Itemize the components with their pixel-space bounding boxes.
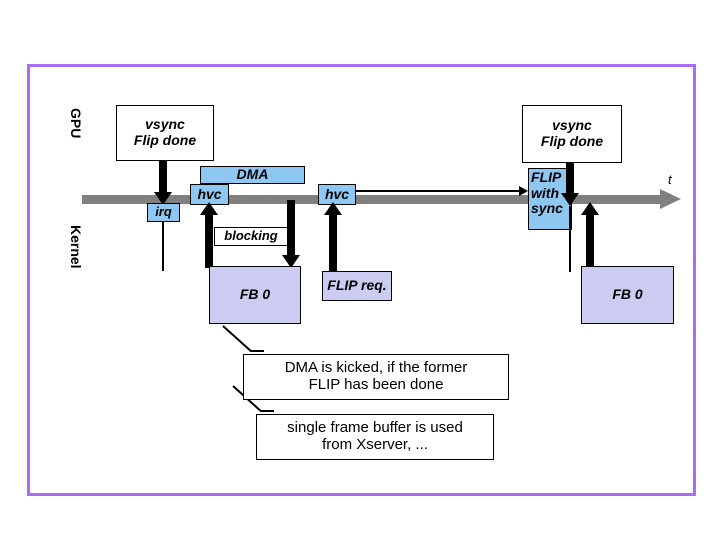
arrow-timeline-to-fb0-shaft: [287, 200, 295, 257]
irq-timeline-drop-line: [162, 221, 164, 271]
flip-request-box: FLIP req.: [322, 271, 392, 301]
flip-sync-line3: sync: [531, 200, 563, 217]
hvc-box-1: hvc: [190, 184, 229, 205]
arrow-fb0-right-to-timeline-head-icon: [581, 202, 599, 215]
callout-box-single-frame-buffer: single frame buffer is used from Xserver…: [256, 414, 494, 460]
arrow-vsync-right-shaft: [566, 162, 574, 195]
arrow-hvc2-to-flip-shaft: [356, 190, 519, 192]
callout-1-line2: FLIP has been done: [308, 376, 444, 393]
arrow-vsync-to-irq-head-icon: [154, 192, 172, 205]
vsync-left-line1: vsync: [145, 116, 185, 133]
arrow-vsync-right-head-icon: [561, 193, 579, 206]
vsync-right-line1: vsync: [552, 117, 592, 134]
blocking-box: blocking: [214, 227, 288, 246]
flip-with-sync-box: FLIP with sync: [528, 168, 572, 230]
hvc-box-2: hvc: [318, 184, 356, 205]
lane-label-gpu: GPU: [68, 108, 84, 139]
lane-label-kernel: Kernel: [68, 225, 84, 269]
vsync-flip-done-box-right: vsync Flip done: [522, 105, 622, 163]
arrow-timeline-to-fb0-head-icon: [282, 255, 300, 268]
callout-2-leader-horizontal: [260, 410, 274, 412]
arrow-fb0-to-hvc1-shaft: [205, 214, 213, 268]
frame-buffer-0-box-left: FB 0: [209, 266, 301, 324]
callout-1-line1: DMA is kicked, if the former: [284, 359, 468, 377]
dma-box: DMA: [200, 166, 305, 184]
arrow-fb0-right-to-timeline-shaft: [586, 214, 594, 268]
callout-1-leader-horizontal: [250, 350, 264, 352]
vsync-right-drop-line: [569, 206, 571, 272]
vsync-left-line2: Flip done: [133, 132, 197, 148]
slide-border: [27, 64, 696, 496]
frame-buffer-0-box-right: FB 0: [581, 266, 674, 324]
vsync-flip-done-box-left: vsync Flip done: [116, 105, 214, 161]
flip-sync-line1: FLIP: [531, 169, 562, 185]
callout-2-line1: single frame buffer is used: [287, 419, 463, 437]
vsync-right-line2: Flip done: [540, 133, 604, 149]
arrow-flipreq-to-hvc2-shaft: [329, 214, 337, 272]
arrow-fb0-to-hvc1-head-icon: [200, 202, 218, 215]
arrow-flipreq-to-hvc2-head-icon: [324, 202, 342, 215]
arrow-vsync-to-irq-shaft: [159, 160, 167, 193]
time-axis-label: t: [668, 172, 672, 187]
arrow-hvc2-to-flip-head-icon: [519, 186, 528, 196]
flip-sync-line2: with: [531, 184, 559, 201]
irq-box: irq: [147, 203, 180, 222]
timeline-axis: [82, 195, 662, 204]
callout-2-line2: from Xserver, ...: [322, 436, 428, 453]
timeline-arrowhead-icon: [660, 189, 681, 209]
callout-box-dma-kicked: DMA is kicked, if the former FLIP has be…: [243, 354, 509, 400]
